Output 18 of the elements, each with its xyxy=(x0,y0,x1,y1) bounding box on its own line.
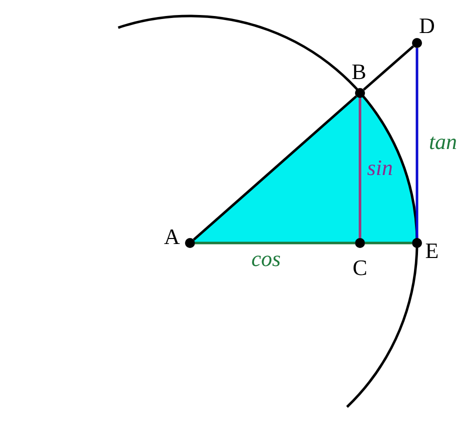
point-label: D xyxy=(419,15,435,37)
edge-label: cos xyxy=(251,248,281,270)
point-label: C xyxy=(352,257,368,279)
line-segment xyxy=(416,48,418,238)
line-segment xyxy=(358,98,362,238)
line-segment xyxy=(365,242,412,244)
line-segment xyxy=(362,45,414,91)
point-label: B xyxy=(352,61,366,83)
point-dot xyxy=(412,238,422,248)
point-dot xyxy=(185,238,195,248)
edge-label: sin xyxy=(367,157,393,179)
line-segment xyxy=(192,95,358,241)
point-dot xyxy=(355,238,365,248)
point-label: E xyxy=(425,240,439,262)
line-segment xyxy=(195,242,355,244)
point-label: A xyxy=(164,226,180,248)
point-dot xyxy=(412,38,422,48)
edge-label: tan xyxy=(428,131,458,153)
